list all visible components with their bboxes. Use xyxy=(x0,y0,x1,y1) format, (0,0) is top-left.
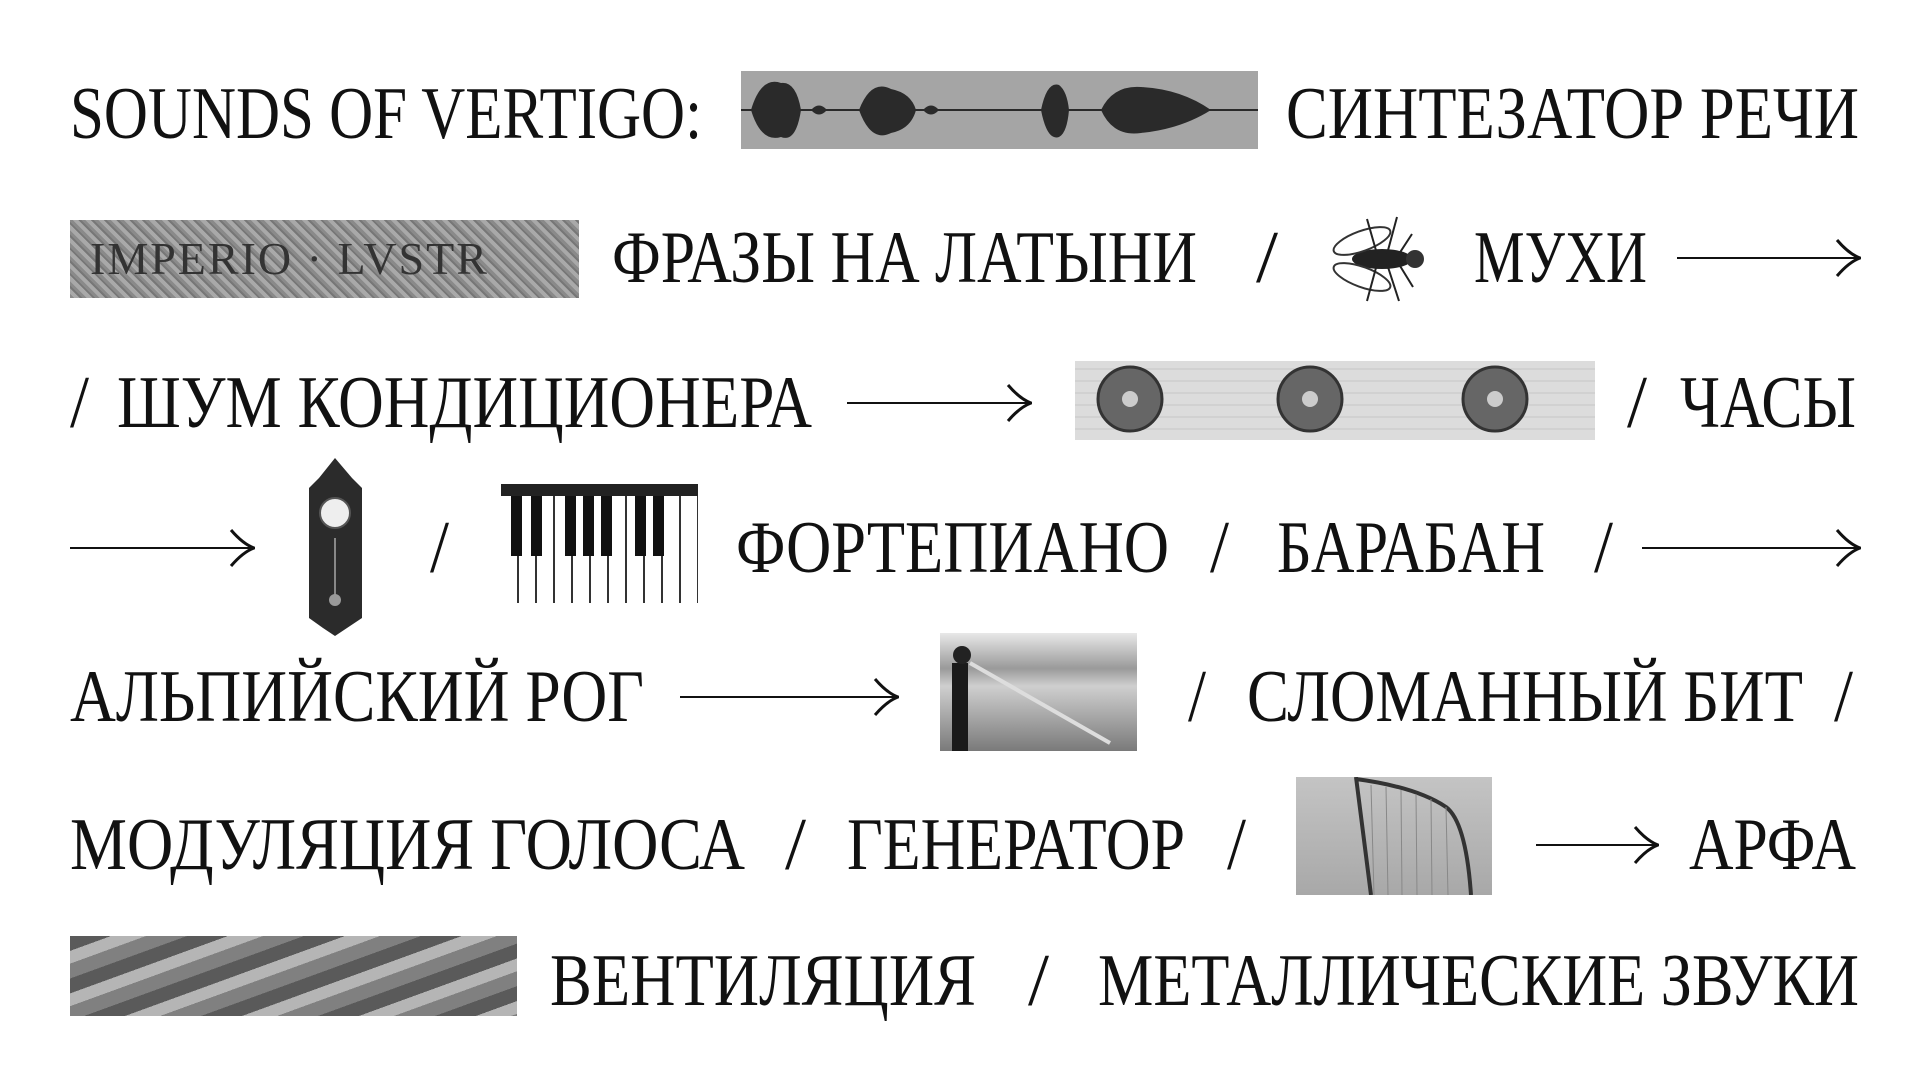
item-voice-mod: МОДУЛЯЦИЯ ГОЛОСА xyxy=(70,805,850,885)
harp-photo xyxy=(1296,777,1492,895)
arrow-right-icon xyxy=(1642,528,1861,568)
harp-icon xyxy=(1354,777,1473,895)
air-conditioner-image xyxy=(1075,361,1595,440)
separator-text: / xyxy=(70,362,89,444)
arrow-right-icon xyxy=(680,677,899,717)
title: SOUNDS OF VERTIGO: xyxy=(70,74,837,154)
fly-icon xyxy=(1332,216,1424,302)
separator-text: / xyxy=(430,507,449,589)
arrow-right-icon xyxy=(1536,825,1659,865)
separator: / xyxy=(1256,217,1278,299)
item-generator: ГЕНЕРАТОР xyxy=(847,805,1251,885)
item-metal: МЕТАЛЛИЧЕСКИЕ ЗВУКИ xyxy=(1098,941,1921,1021)
clock-icon xyxy=(309,458,362,636)
item-alphorn: АЛЬПИЙСКИЙ РОГ xyxy=(70,657,739,737)
separator: / xyxy=(430,508,451,588)
separator: / xyxy=(70,363,91,443)
item-text: АРФА xyxy=(1689,804,1856,886)
arrow-right-icon xyxy=(847,383,1032,423)
item-speech-synth: СИНТЕЗАТОР РЕЧИ xyxy=(1286,74,1921,154)
item-text: БАРАБАН xyxy=(1277,507,1545,589)
item-text: МОДУЛЯЦИЯ ГОЛОСА xyxy=(70,804,745,886)
item-flies: МУХИ xyxy=(1474,218,1699,298)
separator: / xyxy=(1594,508,1615,588)
stone-inscription: IMPERIO · LVSTR xyxy=(90,233,489,284)
fly-image xyxy=(1327,209,1430,308)
separator-text: / xyxy=(1028,940,1049,1022)
item-latin: ФРАЗЫ НА ЛАТЫНИ xyxy=(612,218,1313,298)
item-text: ЧАСЫ xyxy=(1680,362,1856,444)
separator-text: / xyxy=(1227,804,1246,886)
item-ac-noise: ШУМ КОНДИЦИОНЕРА xyxy=(117,363,931,443)
piano-icon xyxy=(511,496,664,556)
separator: / xyxy=(1834,657,1855,737)
item-text: МУХИ xyxy=(1474,217,1647,299)
separator: / xyxy=(1028,941,1049,1021)
separator: / xyxy=(785,805,806,885)
separator-text: / xyxy=(1834,656,1853,738)
latin-stone-image: IMPERIO · LVSTR xyxy=(70,220,579,298)
item-clock: ЧАСЫ xyxy=(1680,363,1892,443)
separator-text: / xyxy=(1188,656,1206,738)
separator: / xyxy=(1227,805,1248,885)
separator: / xyxy=(1188,657,1209,737)
item-text: СЛОМАННЫЙ БИТ xyxy=(1247,656,1803,738)
separator: / xyxy=(1627,363,1648,443)
arrow-right-icon xyxy=(70,528,255,568)
item-text: ФРАЗЫ НА ЛАТЫНИ xyxy=(612,217,1197,299)
piano-keys-image xyxy=(501,484,698,603)
item-text: СИНТЕЗАТОР РЕЧИ xyxy=(1286,73,1859,155)
item-text: ФОРТЕПИАНО xyxy=(736,507,1169,589)
alphorn-photo xyxy=(940,633,1137,751)
separator-text: / xyxy=(1210,507,1229,589)
separator-text: / xyxy=(1256,217,1278,299)
arrow-right-icon xyxy=(1677,238,1861,278)
separator-text: / xyxy=(1594,507,1613,589)
separator: / xyxy=(1210,508,1231,588)
item-text: ГЕНЕРАТОР xyxy=(847,804,1185,886)
title-text: SOUNDS OF VERTIGO: xyxy=(70,73,702,155)
item-harp: АРФА xyxy=(1689,805,1890,885)
separator-text: / xyxy=(785,804,806,886)
item-piano: ФОРТЕПИАНО xyxy=(736,508,1248,588)
pendulum-clock-image xyxy=(302,458,369,636)
ventilation-ducts-image xyxy=(70,936,517,1016)
item-text: МЕТАЛЛИЧЕСКИЕ ЗВУКИ xyxy=(1098,940,1859,1022)
waveform-icon xyxy=(741,81,1258,138)
item-ventilation: ВЕНТИЛЯЦИЯ xyxy=(550,941,1052,1021)
separator-text: / xyxy=(1627,362,1647,444)
item-drum: БАРАБАН xyxy=(1277,508,1605,588)
item-text: ВЕНТИЛЯЦИЯ xyxy=(550,940,976,1022)
waveform-image xyxy=(741,71,1258,149)
alphorn-player-icon xyxy=(952,646,1111,751)
fan-icon xyxy=(1075,361,1595,440)
item-broken-beat: СЛОМАННЫЙ БИТ xyxy=(1247,657,1902,737)
item-text: ШУМ КОНДИЦИОНЕРА xyxy=(117,362,812,444)
item-text: АЛЬПИЙСКИЙ РОГ xyxy=(70,656,644,738)
